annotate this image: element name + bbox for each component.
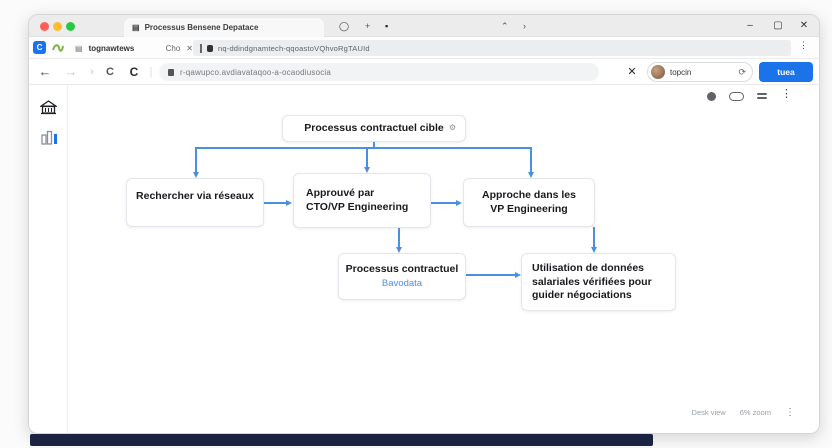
profile-name: topcin	[670, 67, 692, 77]
divider	[200, 43, 202, 53]
arrowhead-right-down	[590, 247, 597, 253]
toggle-view-icon[interactable]	[729, 92, 744, 101]
traffic-light-zoom-icon[interactable]	[66, 22, 75, 31]
lock-icon	[168, 68, 174, 76]
document-icon: ▤	[132, 23, 140, 32]
status-item-1[interactable]: Desk view	[691, 408, 726, 417]
connector-middle-down	[398, 228, 400, 247]
connector-root-stub	[373, 142, 375, 148]
record-icon[interactable]: ◯	[339, 21, 350, 31]
arrowhead-down-middle	[363, 167, 370, 173]
node-bottom-right[interactable]: Utilisation de données salariales vérifi…	[521, 253, 676, 311]
node-middle-line2: CTO/VP Engineering	[306, 200, 409, 213]
tab-hint: Cho	[165, 43, 181, 53]
sidebar-item-home[interactable]	[40, 100, 57, 116]
reload-strong-button[interactable]: C	[129, 65, 139, 79]
arrowhead-down-right	[527, 172, 534, 178]
node-root-label: Processus contractuel cible	[304, 121, 444, 134]
node-left-label: Rechercher via réseaux	[136, 190, 254, 202]
browser-toolbar: ← → › C C | r-qawupco.avdiavataqoo-a-oca…	[29, 59, 819, 85]
reload-button[interactable]: C	[106, 66, 114, 78]
forward-button[interactable]: →	[64, 64, 78, 79]
node-bottom-middle-title: Processus contractuel	[345, 262, 459, 275]
close-icon[interactable]: ✕	[627, 66, 637, 78]
list-icon[interactable]	[757, 91, 767, 101]
window-title: Processus Bensene Depatace	[144, 23, 259, 32]
canvas-menu-icon[interactable]: ⋮	[781, 88, 792, 100]
arrowhead-bottom	[515, 271, 521, 278]
node-bottom-middle-link[interactable]: Bavodata	[381, 278, 423, 290]
status-item-2[interactable]: 6% zoom	[739, 408, 771, 417]
connector-down-right	[530, 147, 532, 172]
caret-up-icon[interactable]: ⌃	[501, 21, 509, 31]
traffic-light-minimize-icon[interactable]	[53, 22, 62, 31]
primary-action-button[interactable]: tuea	[759, 62, 813, 82]
connector-middle-right	[431, 202, 456, 204]
arrowhead-down-left	[192, 172, 199, 178]
node-action-icon[interactable]: ⚙	[448, 123, 456, 133]
status-menu-icon[interactable]: ⋮	[785, 407, 795, 418]
lock-icon	[207, 44, 213, 52]
sidebar-divider	[67, 85, 68, 433]
node-bottom-middle[interactable]: Processus contractuel Bavodata	[338, 253, 466, 300]
url-text: r-qawupco.avdiavataqoo-a-ocaodiusocia	[180, 67, 332, 77]
tab-document-icon: ▤	[75, 43, 83, 53]
window-tab[interactable]: ▤ Processus Bensene Depatace	[124, 18, 324, 37]
connector-down-left	[195, 147, 197, 172]
browser-window: ▤ Processus Bensene Depatace ◯ + ▪ ⌃ › –…	[28, 14, 820, 434]
refresh-icon[interactable]: ⟳	[738, 66, 746, 77]
node-right[interactable]: Approche dans les VP Engineering	[463, 178, 595, 227]
app-logo-icon[interactable]: C	[33, 41, 46, 54]
arrowhead-left-middle	[286, 199, 292, 206]
tab-title: tognawtews	[88, 43, 135, 53]
arrowhead-middle-right	[456, 199, 462, 206]
node-middle-line1: Approuvé par	[306, 186, 375, 199]
back-button[interactable]: ←	[38, 64, 52, 79]
address-bar[interactable]: r-qawupco.avdiavataqoo-a-ocaodiusocia	[159, 63, 599, 81]
avatar	[651, 65, 665, 79]
taskbar-strip	[30, 434, 653, 446]
arrowhead-middle-down	[395, 247, 402, 253]
connector-down-middle	[366, 147, 368, 167]
tabrow-menu-icon[interactable]: ⋮	[799, 40, 808, 50]
window-titlebar: ▤ Processus Bensene Depatace ◯ + ▪ ⌃ › –…	[29, 15, 819, 37]
browser-tab[interactable]: ▤ tognawtews Cho ✕	[71, 37, 197, 59]
connector-branch-line	[195, 147, 532, 149]
status-bar: Desk view 6% zoom ⋮	[692, 407, 795, 418]
minimize-button[interactable]: –	[747, 20, 753, 31]
traffic-light-close-icon[interactable]	[40, 22, 49, 31]
divider: |	[149, 66, 153, 78]
node-middle[interactable]: Approuvé par CTO/VP Engineering	[293, 173, 431, 228]
connector-right-down	[593, 227, 595, 247]
stop-icon[interactable]: ▪	[385, 21, 389, 31]
extension-leaf-icon[interactable]	[51, 41, 64, 54]
close-button[interactable]: ✕	[799, 20, 809, 31]
bookmark-bar[interactable]: nq-ddindgnamtech-qqoastoVQhvoRgTAUId	[193, 40, 791, 56]
caret-right-icon[interactable]: ›	[523, 21, 526, 31]
canvas-area: ⋮ Processus contractuel cible ⚙ Recherch…	[29, 85, 819, 433]
profile-chip[interactable]: topcin ⟳	[647, 62, 753, 82]
tab-strip: C ▤ tognawtews Cho ✕ nq-ddindgnamtech-qq…	[29, 37, 819, 59]
connector-bottom	[466, 274, 516, 276]
node-bottom-right-label: Utilisation de données salariales vérifi…	[532, 262, 652, 302]
node-right-line1: Approche dans les	[482, 188, 576, 201]
new-tab-icon[interactable]: +	[365, 21, 371, 31]
maximize-button[interactable]: ▢	[773, 20, 783, 31]
help-icon[interactable]	[707, 92, 716, 101]
node-left[interactable]: Rechercher via réseaux	[126, 178, 264, 227]
node-right-line2: VP Engineering	[490, 202, 568, 215]
node-root[interactable]: Processus contractuel cible ⚙	[282, 115, 466, 142]
sidebar-item-charts[interactable]	[41, 129, 58, 146]
tab-close-icon[interactable]: ✕	[186, 43, 193, 53]
bookmark-text: nq-ddindgnamtech-qqoastoVQhvoRgTAUId	[218, 43, 370, 53]
connector-left-middle	[264, 202, 286, 204]
chevron-icon[interactable]: ›	[90, 66, 94, 78]
